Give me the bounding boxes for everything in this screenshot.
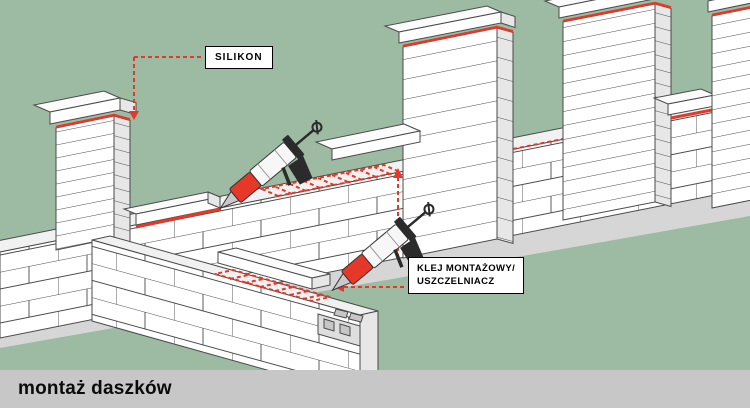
silicone-joint-pillar bbox=[402, 25, 514, 48]
floating-cap-bottom bbox=[217, 247, 331, 290]
adhesive-label-line2: USZCZELNIACZ bbox=[417, 276, 495, 288]
pillar-cap bbox=[383, 5, 516, 44]
wall-brick-joints bbox=[92, 240, 360, 370]
silicone-bead bbox=[670, 108, 713, 120]
wall-end-face bbox=[359, 310, 379, 370]
leader-arrow bbox=[129, 111, 139, 120]
installed-caps bbox=[122, 191, 222, 229]
silicone-joint-pillar bbox=[711, 6, 750, 17]
adhesive-pattern-top bbox=[258, 163, 404, 198]
silicone-joint-pillar bbox=[55, 113, 131, 129]
fence-illustration bbox=[0, 0, 750, 370]
center-pillar bbox=[383, 5, 516, 259]
front-wall bbox=[91, 235, 379, 370]
silikon-label: SILIKON bbox=[205, 46, 273, 69]
silicone-bead bbox=[135, 207, 222, 229]
floating-cap-top bbox=[314, 123, 422, 161]
pillar-cap bbox=[543, 0, 652, 19]
footer-bar: montaż daszków bbox=[0, 370, 750, 408]
page-title: montaż daszków bbox=[18, 378, 172, 399]
edge-pillar bbox=[707, 0, 750, 209]
corner-pillar bbox=[32, 90, 137, 251]
leader-arrow bbox=[393, 168, 403, 178]
capped-wall-right bbox=[652, 88, 717, 120]
silikon-leader bbox=[129, 56, 203, 120]
silicone-joint-pillar bbox=[562, 1, 672, 23]
adhesive-label: KLEJ MONTAŻOWY/ USZCZELNIACZ bbox=[408, 257, 525, 294]
adhesive-line-midwall bbox=[512, 138, 564, 150]
adhesive-label-line1: KLEJ MONTAŻOWY/ bbox=[417, 263, 516, 274]
adhesive-pattern-bottom bbox=[214, 268, 331, 303]
right-pillar bbox=[543, 0, 672, 221]
